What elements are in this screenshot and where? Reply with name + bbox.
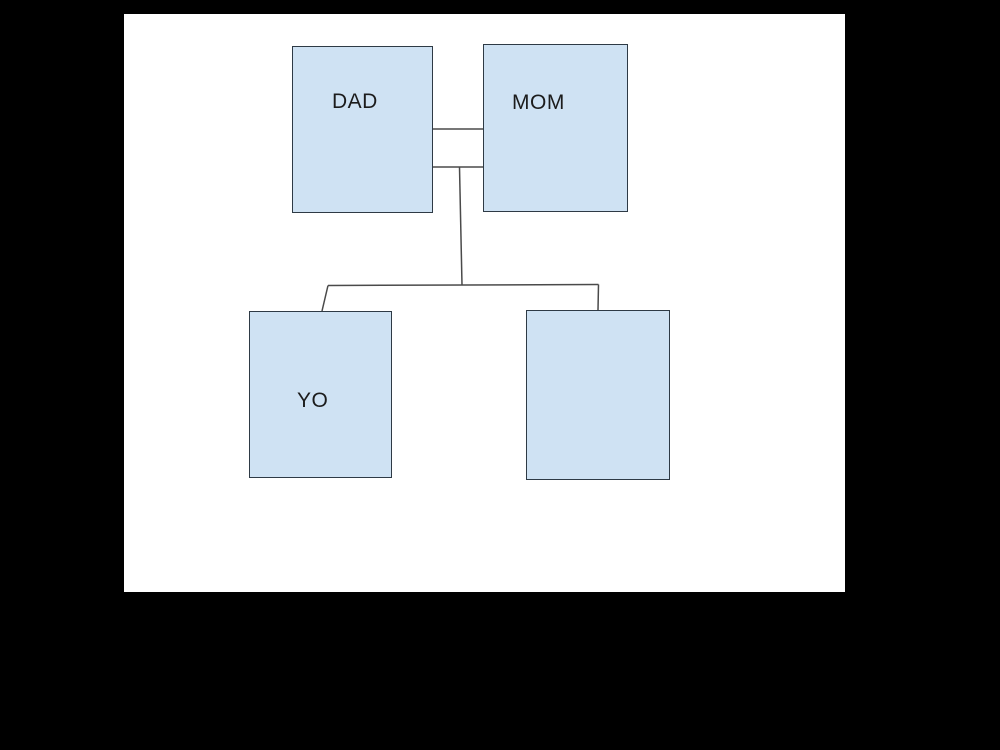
node-mom[interactable]: MOM xyxy=(483,44,628,212)
node-mom-label: MOM xyxy=(512,91,565,114)
node-dad[interactable]: DAD xyxy=(292,46,433,213)
node-yo-label: YO xyxy=(297,389,329,412)
node-dad-label: DAD xyxy=(332,90,378,113)
node-yo[interactable]: YO xyxy=(249,311,392,478)
node-child-2[interactable] xyxy=(526,310,670,480)
